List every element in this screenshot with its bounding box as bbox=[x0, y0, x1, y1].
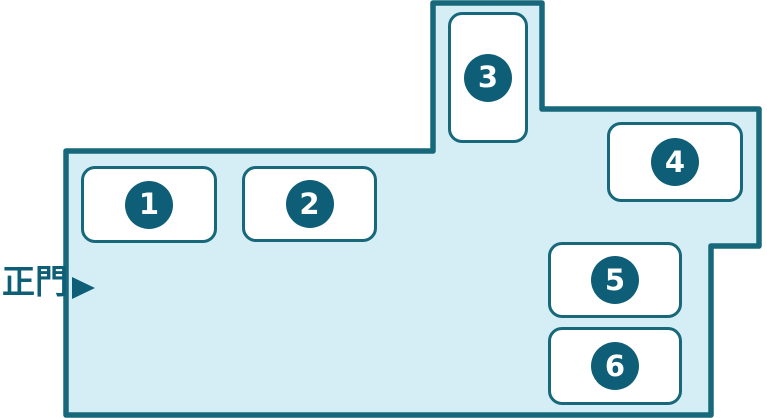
building-4: 4 bbox=[607, 122, 743, 202]
building-5-number-badge: 5 bbox=[591, 256, 639, 304]
building-3: 3 bbox=[448, 12, 528, 143]
building-2: 2 bbox=[242, 166, 377, 242]
building-5: 5 bbox=[548, 242, 682, 318]
main-gate-label: 正門 bbox=[2, 262, 68, 301]
building-1-number-badge: 1 bbox=[125, 180, 173, 229]
building-6: 6 bbox=[548, 327, 682, 405]
building-4-number-badge: 4 bbox=[651, 138, 699, 186]
building-6-number-badge: 6 bbox=[591, 342, 639, 390]
building-1: 1 bbox=[81, 166, 217, 243]
building-2-number-badge: 2 bbox=[285, 180, 334, 228]
gate-arrow-icon bbox=[72, 277, 95, 299]
building-3-number-badge: 3 bbox=[464, 53, 512, 102]
